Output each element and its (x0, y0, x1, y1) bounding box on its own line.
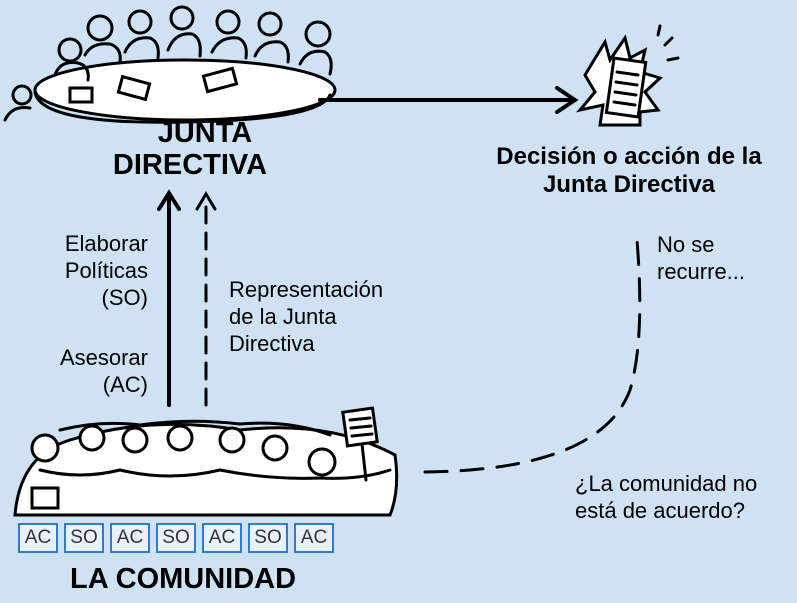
advise-label-line2: (AC) (102, 372, 148, 397)
advise-label: Asesorar (AC) (40, 344, 148, 398)
board-to-decision-arrow (318, 86, 579, 114)
badge-so: SO (156, 523, 196, 553)
badge-ac: AC (202, 523, 242, 553)
community-title: LA COMUNIDAD (70, 563, 297, 595)
advise-label-line1: Asesorar (59, 345, 148, 370)
disagree-label-line2: está de acuerdo? (575, 498, 746, 523)
representation-label-line1: Representación (229, 277, 384, 302)
badge-ac: AC (18, 523, 58, 553)
community-crowd-illustration (13, 406, 399, 517)
decision-title-line2: Junta Directiva (542, 171, 716, 198)
policy-label: Elaborar Políticas (SO) (40, 230, 148, 311)
board-meeting-illustration (3, 5, 337, 124)
badge-ac: AC (110, 523, 150, 553)
board-title: JUNTA DIRECTIVA (113, 117, 270, 181)
board-title-line2: DIRECTIVA (112, 149, 268, 181)
no-appeal-label: No se recurre... (657, 231, 787, 285)
decision-title-line1: Decisión o acción de la (496, 143, 762, 170)
representation-label: Representación de la Junta Directiva (229, 276, 409, 357)
no-appeal-label-line2: recurre... (657, 259, 746, 284)
policy-label-line3: (SO) (101, 285, 148, 310)
no-appeal-path (423, 238, 642, 474)
decision-title: Decisión o acción de la Junta Directiva (470, 143, 788, 199)
badge-so: SO (64, 523, 104, 553)
membership-badges: AC SO AC SO AC SO AC (18, 523, 334, 553)
no-appeal-label-line1: No se (657, 232, 715, 257)
policy-label-line2: Políticas (64, 258, 148, 283)
disagree-label: ¿La comunidad no está de acuerdo? (575, 470, 790, 524)
decision-document-icon (576, 24, 680, 127)
representation-arrow (195, 191, 217, 407)
policy-label-line1: Elaborar (64, 231, 148, 256)
representation-label-line3: Directiva (229, 331, 315, 356)
badge-so: SO (248, 523, 288, 553)
disagree-label-line1: ¿La comunidad no (575, 471, 758, 496)
board-title-line1: JUNTA (157, 117, 253, 149)
representation-label-line2: de la Junta (229, 304, 337, 329)
badge-ac: AC (294, 523, 334, 553)
advise-arrow (157, 189, 181, 407)
